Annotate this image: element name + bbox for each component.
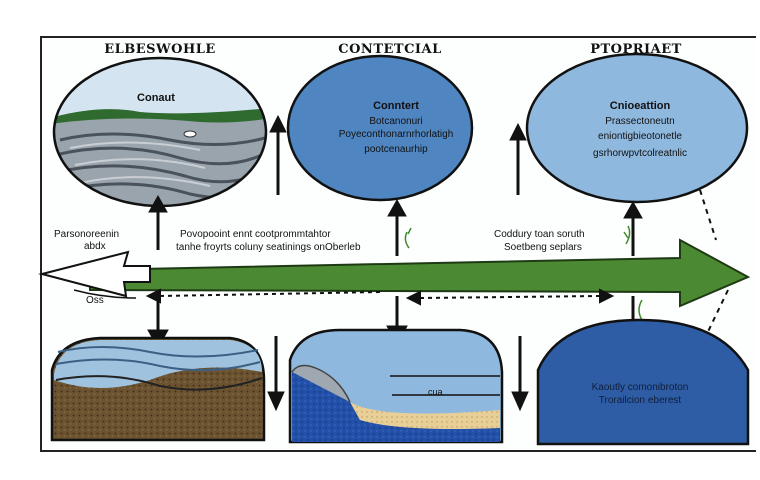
right-top-oval	[525, 52, 749, 204]
landscape-oval	[52, 56, 268, 208]
center-top-oval	[286, 54, 474, 202]
center-oval-title: Conntert	[373, 100, 419, 112]
right-oval-line3: gsrhorwpvtcolreatnlic	[593, 148, 687, 159]
water-cross-section	[288, 328, 504, 444]
soil-cross-section	[50, 336, 266, 442]
right-oval-line2: eniontigbieotonetle	[598, 131, 682, 142]
center-oval-line1: Botcanonuri	[369, 116, 423, 127]
right-flow-label-2: Soetbeng seplars	[504, 242, 582, 253]
right-oval-title: Cnioeattion	[609, 100, 671, 112]
dome-label-2: Trorailcion eberest	[598, 395, 682, 406]
left-label-2: abdx	[84, 241, 106, 252]
water-label: cua	[428, 387, 443, 397]
right-oval-line1: Prassectoneutn	[605, 116, 675, 127]
dotted-arrows	[145, 189, 729, 341]
dome-label-1: Kaoutly comonibroton	[591, 382, 689, 393]
main-flow-arrow	[89, 238, 751, 308]
center-oval-line3: pootcenaurhip	[364, 144, 428, 155]
deep-blue-dome	[536, 318, 750, 446]
center-flow-label-1: Povopooint ennt cootprommtahtor	[180, 229, 331, 240]
return-label: Oss	[86, 295, 104, 306]
return-arrow	[38, 250, 151, 298]
center-oval-line2: Poyeconthonarnrhorlatigh	[338, 129, 454, 140]
title-right: PTOPRIAET	[590, 42, 682, 57]
left-label-1: Parsonoreenin	[54, 229, 120, 240]
right-flow-label-1: Coddury toan soruth	[494, 229, 585, 240]
sprout-marks	[404, 225, 643, 321]
title-left: ELBESWOHLE	[104, 42, 216, 57]
title-center: CONTETCIAL	[338, 42, 442, 57]
center-flow-label-2: tanhe froyrts coluny seatinings onOberle…	[176, 242, 361, 253]
landscape-label: Conaut	[137, 92, 175, 104]
curved-line	[73, 289, 137, 299]
